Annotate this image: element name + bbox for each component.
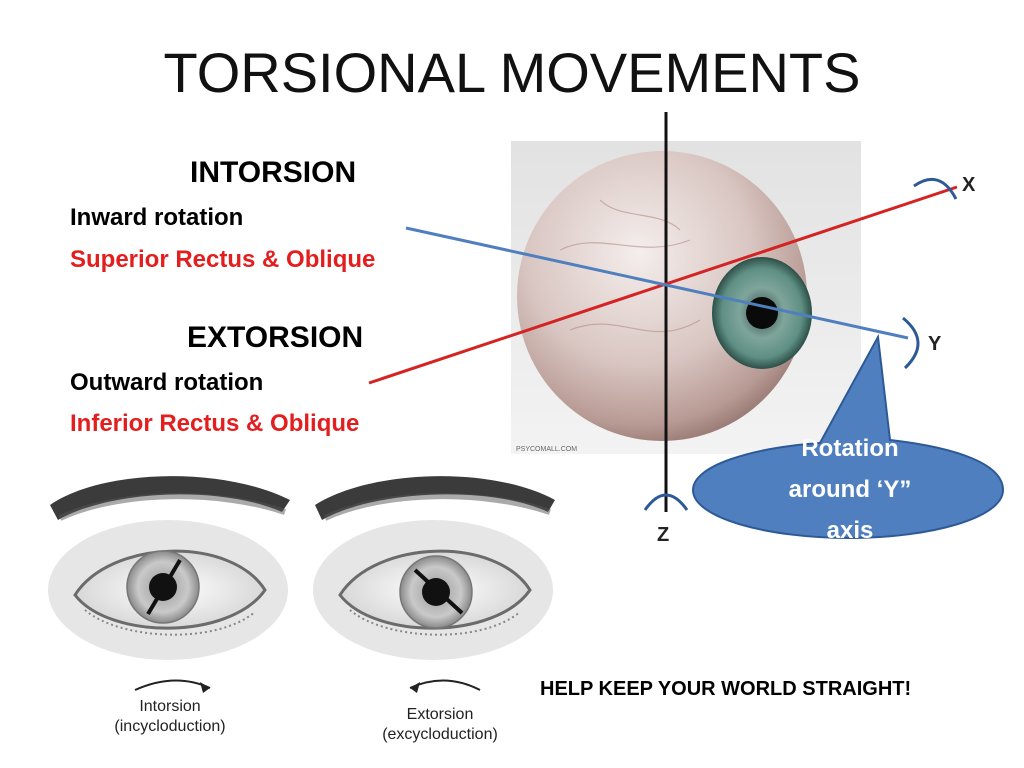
intorsion-heading: INTORSION bbox=[190, 156, 357, 189]
extorsion-caption: Extorsion (excycloduction) bbox=[355, 705, 525, 745]
extorsion-description: Outward rotation bbox=[70, 369, 264, 396]
eyeball-vein bbox=[559, 199, 701, 333]
eye-illustration-extorsion bbox=[313, 476, 555, 693]
callout-bubble bbox=[691, 333, 1005, 540]
extorsion-heading: EXTORSION bbox=[187, 321, 364, 354]
extorsion-caption-term: (excycloduction) bbox=[382, 726, 498, 743]
callout-text: Rotation around ‘Y” axis bbox=[705, 428, 995, 551]
z-axis-label: Z bbox=[657, 524, 670, 546]
intorsion-caption-term: (incycloduction) bbox=[114, 718, 226, 735]
intorsion-description: Inward rotation bbox=[70, 204, 244, 231]
rotation-arrow-intorsion bbox=[134, 679, 211, 691]
eyeball-globe bbox=[517, 151, 807, 441]
torsion-marker-right bbox=[413, 568, 464, 615]
page-title: TORSIONAL MOVEMENTS bbox=[163, 41, 861, 104]
eyebrow-left bbox=[50, 476, 290, 520]
torsion-marker-left bbox=[146, 558, 182, 616]
eyeball-pupil bbox=[746, 297, 778, 329]
y-rotation-arc bbox=[902, 316, 920, 370]
extorsion-caption-title: Extorsion bbox=[406, 706, 474, 723]
x-axis-label: X bbox=[962, 174, 976, 196]
rotation-arrow-extorsion bbox=[409, 679, 481, 691]
y-axis-line bbox=[405, 226, 909, 340]
z-rotation-arc bbox=[643, 493, 689, 511]
intorsion-caption-title: Intorsion bbox=[139, 698, 201, 715]
extorsion-muscles: Inferior Rectus & Oblique bbox=[70, 410, 360, 437]
y-axis-label: Y bbox=[928, 333, 942, 355]
eye-illustration-intorsion bbox=[48, 476, 290, 693]
intorsion-caption: Intorsion (incycloduction) bbox=[85, 697, 255, 737]
intorsion-muscles: Superior Rectus & Oblique bbox=[70, 246, 376, 273]
callout-line-2: around ‘Y” bbox=[788, 476, 912, 503]
x-rotation-arc bbox=[913, 177, 958, 200]
tagline: HELP KEEP YOUR WORLD STRAIGHT! bbox=[540, 678, 912, 700]
photo-watermark: PSYCOMALL.COM bbox=[516, 446, 577, 453]
callout-line-1: Rotation bbox=[801, 435, 899, 462]
eyebrow-right bbox=[315, 476, 555, 520]
callout-line-3: axis bbox=[826, 517, 874, 544]
